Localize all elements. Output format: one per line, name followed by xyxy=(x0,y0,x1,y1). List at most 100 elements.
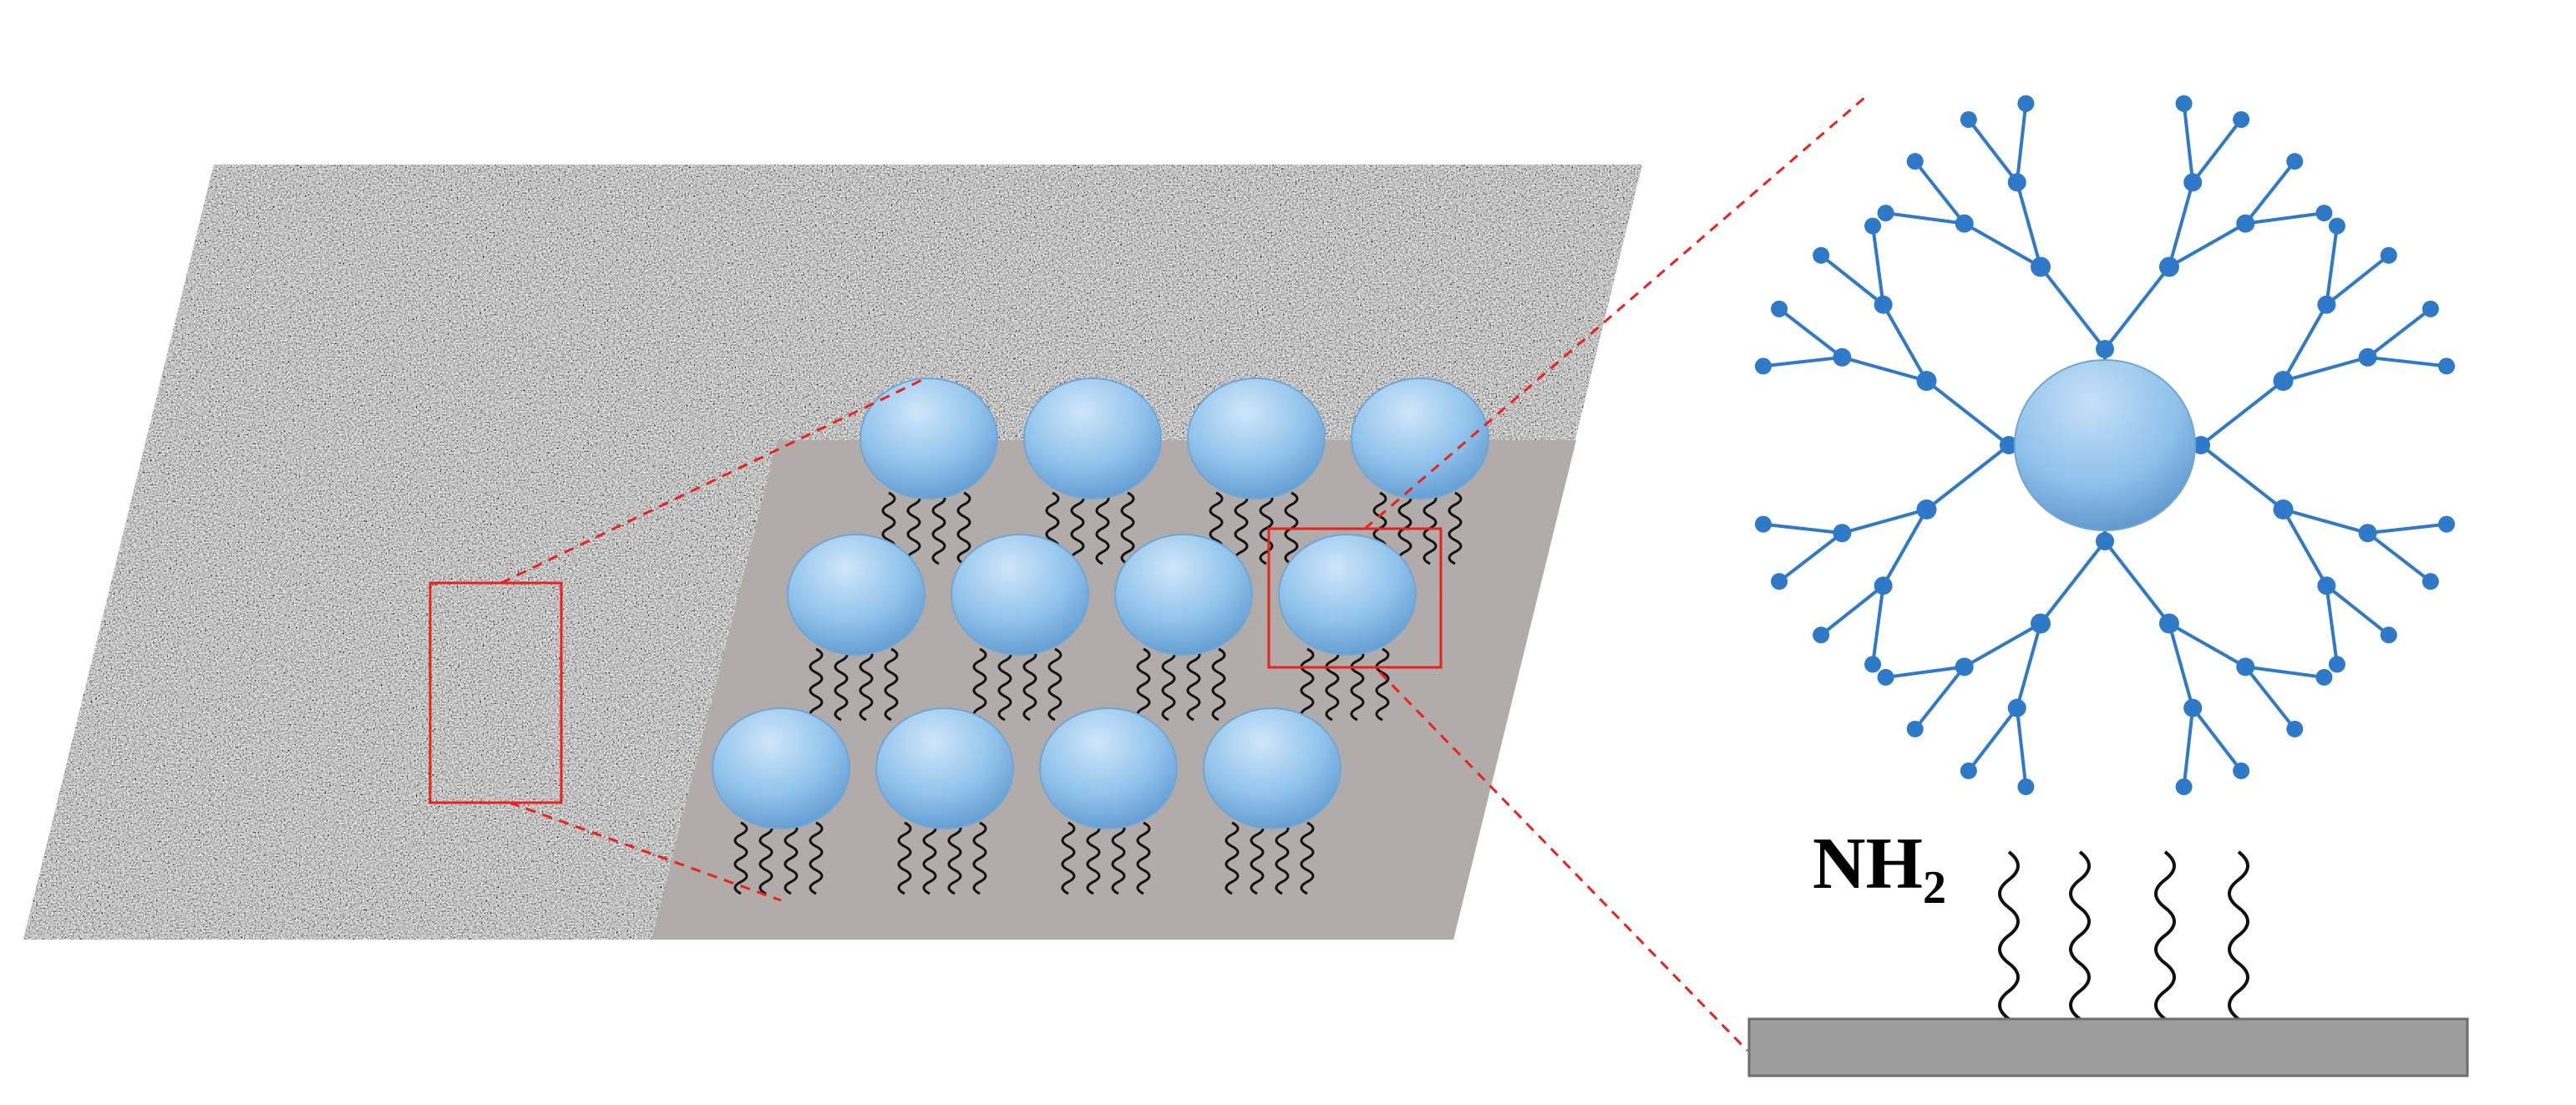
dendrimer-node xyxy=(2183,173,2203,192)
dendrimer-node xyxy=(1813,246,1830,264)
dendrimer-node xyxy=(2031,256,2051,277)
dendrimer-node xyxy=(2192,436,2210,454)
dendrimer-bond xyxy=(2366,531,2432,584)
dendrimer-bond xyxy=(1924,444,2011,511)
nanoparticle-sphere xyxy=(1187,378,1326,499)
dendrimer-node xyxy=(1771,300,1788,317)
dendrimer-bond xyxy=(2039,265,2107,351)
nanoparticle xyxy=(712,707,850,895)
alkyl-chain xyxy=(947,821,962,895)
dendrimer-bond xyxy=(2182,706,2195,789)
alkyl-chain xyxy=(1061,821,1076,895)
dendrimer-bond xyxy=(2244,665,2326,679)
dendrimer-node xyxy=(1874,295,1893,314)
alkyl-chain xyxy=(956,491,971,565)
dendrimer-bond xyxy=(2103,265,2171,351)
nanoparticle-sphere xyxy=(860,378,998,499)
alkyl-chain xyxy=(1300,647,1315,722)
dendrimer-node xyxy=(2380,246,2397,264)
dendrimer-node xyxy=(1955,657,1974,677)
alkyl-chain xyxy=(1161,647,1176,722)
dendrimer-bond xyxy=(2015,101,2028,185)
dendrimer-bond xyxy=(1819,253,1885,307)
alkyl-chains xyxy=(897,821,987,895)
dendrimer-node xyxy=(1833,524,1852,543)
dendrimer-node xyxy=(2317,576,2336,596)
dendrimer-bond xyxy=(2366,522,2449,535)
alkyl-chain xyxy=(1300,821,1315,895)
dendrimer-node xyxy=(2380,626,2397,644)
dendrimer-bond xyxy=(1871,584,1885,667)
dendrimer-node xyxy=(2233,762,2250,779)
alkyl-chains xyxy=(1061,821,1151,895)
dendrimer-node xyxy=(2328,217,2345,235)
alkyl-chain xyxy=(2069,850,2091,1021)
dendrimer-bond xyxy=(2281,507,2370,535)
dendrimer-node xyxy=(1877,668,1894,686)
dendrimer-node xyxy=(2096,532,2114,550)
dendrimer-bond xyxy=(1761,355,1844,368)
dendrimer-bond xyxy=(2244,160,2297,226)
alkyl-chains xyxy=(1045,491,1135,565)
alkyl-chain xyxy=(1350,647,1365,722)
dendrimer-bond xyxy=(2167,221,2248,269)
dendrimer-node xyxy=(2317,295,2336,314)
dendrimer-bond xyxy=(2244,665,2297,731)
dendrimer-bonds xyxy=(1761,101,2449,789)
nanoparticle-sphere xyxy=(712,707,850,829)
dendrimer-bond xyxy=(2191,706,2244,773)
dendrimer-node xyxy=(2273,499,2294,520)
alkyl-chains xyxy=(1300,647,1390,722)
dendrimer xyxy=(1754,94,2456,796)
dendrimer-node xyxy=(2286,153,2304,170)
dendrimer-bond xyxy=(1913,665,1966,731)
nanoparticle-sphere xyxy=(1023,378,1162,499)
dendrimer-bond xyxy=(2325,584,2339,667)
dendrimer-node xyxy=(2158,256,2179,277)
dendrimer-node xyxy=(2421,300,2439,317)
nanoparticle-sphere xyxy=(1278,534,1417,656)
nanoparticle xyxy=(1039,707,1178,895)
alkyl-chain xyxy=(1120,491,1135,565)
nanoparticle-layer xyxy=(712,378,1489,895)
dendrimer-node xyxy=(2158,613,2179,634)
zoom-connectors xyxy=(500,92,1870,1052)
alkyl-chain xyxy=(1211,647,1226,722)
alkyl-chain xyxy=(1095,491,1110,565)
alkyl-chain xyxy=(2154,850,2176,1021)
dendrimer-bond xyxy=(1962,621,2043,669)
dendrimer-bond xyxy=(2325,224,2339,307)
dendrimer-node xyxy=(1864,217,1882,235)
dendrimer-node xyxy=(2438,357,2456,375)
dendrimer-node xyxy=(1877,205,1894,222)
dendrimer-bond xyxy=(2103,540,2171,626)
alkyl-chain xyxy=(1225,821,1240,895)
dendrimer-node xyxy=(2175,778,2193,796)
nanoparticle xyxy=(875,707,1014,895)
alkyl-chain xyxy=(2228,850,2249,1021)
dendrimer-node xyxy=(2183,698,2203,717)
alkyl-chain xyxy=(1111,821,1126,895)
nanoparticle xyxy=(1023,378,1162,565)
nanoparticle xyxy=(1114,534,1253,722)
alkyl-chain xyxy=(1086,821,1101,895)
dendrimer-bond xyxy=(1966,706,2019,773)
dendrimer-node xyxy=(2421,573,2439,591)
alkyl-chain xyxy=(897,821,912,895)
alkyl-chain xyxy=(1136,647,1151,722)
alkyl-chain xyxy=(783,821,799,895)
dendrimer-node xyxy=(2017,94,2035,112)
dendrimer-bond xyxy=(2325,253,2391,307)
dendrimer-bond xyxy=(1819,584,1885,637)
dendrimer-node xyxy=(2315,205,2333,222)
dendrimer-node xyxy=(2286,720,2304,738)
nanoparticle xyxy=(787,534,925,722)
dendrimer-bond xyxy=(2015,180,2043,269)
alkyl-chain xyxy=(884,647,899,722)
dendrimer-bond xyxy=(2015,621,2043,710)
dendrimer-node xyxy=(1906,720,1924,738)
dendrimer-bond xyxy=(1924,379,2011,447)
dendrimer-node xyxy=(1916,499,1937,520)
dendrimer-node xyxy=(1906,153,1924,170)
